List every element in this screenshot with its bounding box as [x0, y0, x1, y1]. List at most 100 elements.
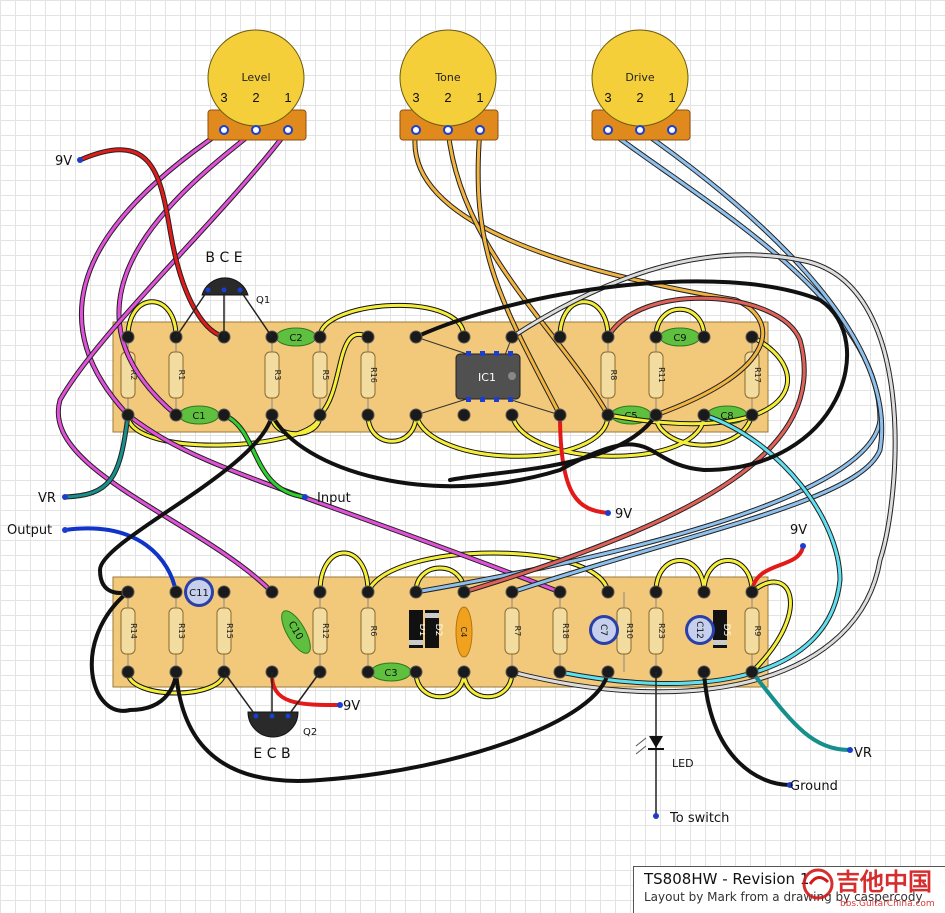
title-box: TS808HW - Revision 1 Layout by Mark from… [633, 866, 945, 913]
cap-c3: C3 [370, 662, 412, 682]
tone-wires [412, 127, 766, 418]
label-c9: C9 [673, 333, 686, 344]
resistor-r15 [216, 607, 232, 655]
label-c4: C4 [459, 627, 468, 638]
label-input: Input [317, 491, 351, 506]
pot-drive-pin3: 3 [604, 90, 611, 105]
pot-tone-pin1: 1 [476, 90, 483, 105]
resistor-r12 [312, 607, 328, 655]
vr-left-wire [64, 414, 130, 499]
top-pads [121, 330, 759, 422]
watermark-text: 吉他中国 [836, 868, 932, 896]
bottom-resistors [120, 592, 760, 672]
label-r9: R9 [753, 626, 762, 637]
input-wire [223, 413, 306, 499]
label-r12: R12 [321, 623, 330, 639]
label-r3: R3 [273, 370, 282, 381]
pot-level: Level 3 2 1 [207, 29, 307, 141]
label-ground: Ground [790, 779, 838, 794]
q1-pin-labels: B C E [205, 250, 242, 266]
label-c7: C7 [598, 624, 608, 636]
top-resistors [120, 338, 760, 415]
resistor-r16 [360, 351, 376, 399]
diode-d2: D2 [425, 610, 443, 648]
label-r5: R5 [321, 370, 330, 381]
cap-c7: C7 [589, 615, 619, 645]
label-r7: R7 [513, 626, 522, 637]
resistor-r9 [744, 607, 760, 655]
label-r6: R6 [369, 626, 378, 637]
resistor-r7 [504, 607, 520, 655]
pot-level-pin2: 2 [252, 90, 259, 105]
resistor-r14 [120, 607, 136, 655]
pot-level-pin1: 1 [284, 90, 291, 105]
label-r10: R10 [625, 623, 634, 639]
label-d5: D5 [721, 624, 731, 637]
label-9v-top-left: 9V [55, 154, 72, 169]
label-c12: C12 [694, 621, 704, 639]
label-vr-left: VR [38, 491, 56, 506]
watermark-url: bbs.GuitarChina.com [840, 899, 935, 909]
label-r17: R17 [753, 367, 762, 383]
resistor-r6 [360, 607, 376, 655]
diode-d5: D5 [713, 610, 731, 648]
led: LED [635, 672, 694, 819]
q2-label: Q2 [303, 727, 317, 738]
resistor-r5 [312, 351, 328, 399]
ic1-label: IC1 [478, 371, 496, 384]
black-wires [89, 279, 850, 787]
label-c11: C11 [189, 588, 209, 599]
cyan-wire [559, 413, 842, 685]
label-d1: D1 [417, 624, 427, 637]
pot-drive: Drive 3 2 1 [591, 29, 691, 141]
label-r14: R14 [129, 623, 138, 639]
label-r13: R13 [177, 623, 186, 639]
label-to-switch: To switch [669, 811, 729, 826]
diagram-title: TS808HW - Revision 1 [644, 870, 810, 888]
resistor-r13 [168, 607, 184, 655]
drive-wires [413, 127, 885, 595]
label-r23: R23 [657, 623, 666, 639]
red-wire [463, 296, 806, 594]
9v-ic-wire [558, 414, 609, 515]
resistor-r1 [168, 351, 184, 399]
cap-c12: C12 [685, 615, 715, 645]
pot-tone-label: Tone [434, 71, 461, 84]
pot-drive-pin2: 2 [636, 90, 643, 105]
label-c8: C8 [720, 411, 733, 422]
9v-bottom-wire [750, 545, 805, 593]
cap-c4: C4 [455, 606, 473, 658]
label-c2: C2 [289, 333, 302, 344]
label-vr-right: VR [854, 746, 872, 761]
resistor-r23 [648, 607, 664, 655]
q1-label: Q1 [256, 295, 270, 306]
cap-c11: C11 [184, 577, 214, 607]
diode-d1: D1 [409, 610, 427, 648]
pot-level-label: Level [241, 71, 270, 84]
pot-tone-pin3: 3 [412, 90, 419, 105]
watermark-logo: 吉他中国 bbs.GuitarChina.com [802, 868, 935, 909]
label-9v-q2: 9V [343, 699, 360, 714]
transistor-q2: E C B Q2 [223, 671, 321, 762]
led-label: LED [672, 757, 694, 770]
label-9v-bottom-right: 9V [790, 523, 807, 538]
cap-c10: C10 [281, 610, 311, 654]
pot-level-pin3: 3 [220, 90, 227, 105]
transistor-q1: B C E Q1 [175, 250, 273, 338]
grey-wire [511, 253, 897, 694]
label-r15: R15 [225, 623, 234, 639]
pot-drive-pin1: 1 [668, 90, 675, 105]
resistor-r18 [552, 607, 568, 655]
output-wire [64, 526, 178, 593]
label-9v-ic: 9V [615, 507, 632, 522]
label-r11: R11 [657, 367, 666, 383]
label-r1: R1 [177, 370, 186, 381]
vr-right-wire [750, 670, 851, 752]
ic1-chip: IC1 [415, 336, 561, 416]
resistor-r11 [648, 351, 664, 399]
label-r2: R2 [129, 370, 138, 381]
q2-pin-labels: E C B [253, 746, 290, 762]
label-r16: R16 [369, 367, 378, 383]
resistor-r8 [600, 351, 616, 399]
